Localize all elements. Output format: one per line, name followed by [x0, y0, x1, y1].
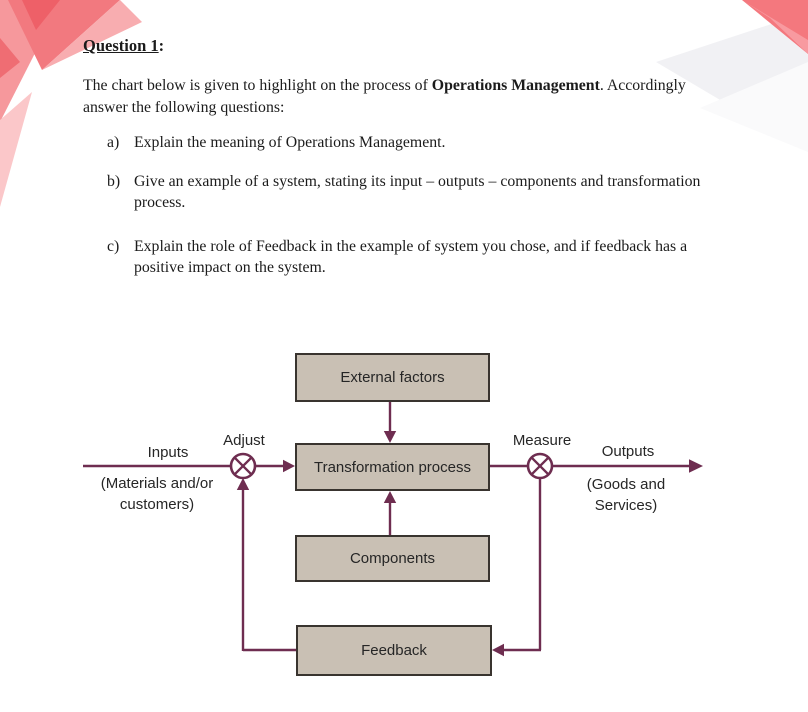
- feedback-box: Feedback: [296, 625, 492, 676]
- question-text-b: Give an example of a system, stating its…: [134, 172, 701, 212]
- arrowhead-into-feedback: [492, 643, 504, 657]
- measure-label: Measure: [512, 432, 572, 449]
- intro-paragraph: The chart below is given to highlight on…: [83, 75, 695, 118]
- intro-text-start: The chart below is given to highlight on…: [83, 77, 432, 94]
- arrowhead-components-up: [383, 491, 397, 503]
- inputs-label: Inputs: [147, 444, 189, 461]
- inputs-sublabel: (Materials and/or customers): [100, 475, 214, 513]
- adjust-label: Adjust: [223, 432, 265, 449]
- question-text-c: Explain the role of Feedback in the exam…: [134, 237, 688, 277]
- question-item-a: a) Explain the meaning of Operations Man…: [83, 132, 723, 154]
- page-title-colon: :: [158, 36, 165, 55]
- arrowhead-into-transformation: [283, 459, 295, 473]
- arrowhead-feedback-up: [236, 478, 250, 490]
- outputs-label: Outputs: [601, 443, 655, 460]
- transformation-process-box: Transformation process: [295, 443, 490, 491]
- external-factors-box: External factors: [295, 353, 490, 402]
- adjust-cross-stroke: [233, 456, 253, 476]
- question-marker-c: c): [107, 237, 120, 255]
- question-text-column: Question 1: The chart below is given to …: [83, 36, 700, 279]
- arrowhead-external-down: [383, 431, 397, 443]
- question-marker-a: a): [107, 134, 120, 151]
- components-box: Components: [295, 535, 490, 582]
- question-marker-b: b): [107, 172, 121, 190]
- question-item-c: c) Explain the role of Feedback in the e…: [83, 236, 723, 279]
- page-title: Question 1:: [83, 36, 695, 56]
- question-text-a: Explain the meaning of Operations Manage…: [134, 134, 446, 151]
- question-list: a) Explain the meaning of Operations Man…: [83, 132, 723, 279]
- arrowhead-outputs: [689, 459, 703, 473]
- measure-cross-stroke: [530, 456, 550, 476]
- outputs-sublabel: (Goods and Services): [586, 476, 666, 514]
- intro-text-end: . Accordingly answer the following quest…: [83, 77, 686, 116]
- question-item-b: b) Give an example of a system, stating …: [83, 171, 723, 214]
- intro-bold-term: Operations Management: [431, 77, 600, 94]
- page-title-text: Question 1: [83, 36, 159, 55]
